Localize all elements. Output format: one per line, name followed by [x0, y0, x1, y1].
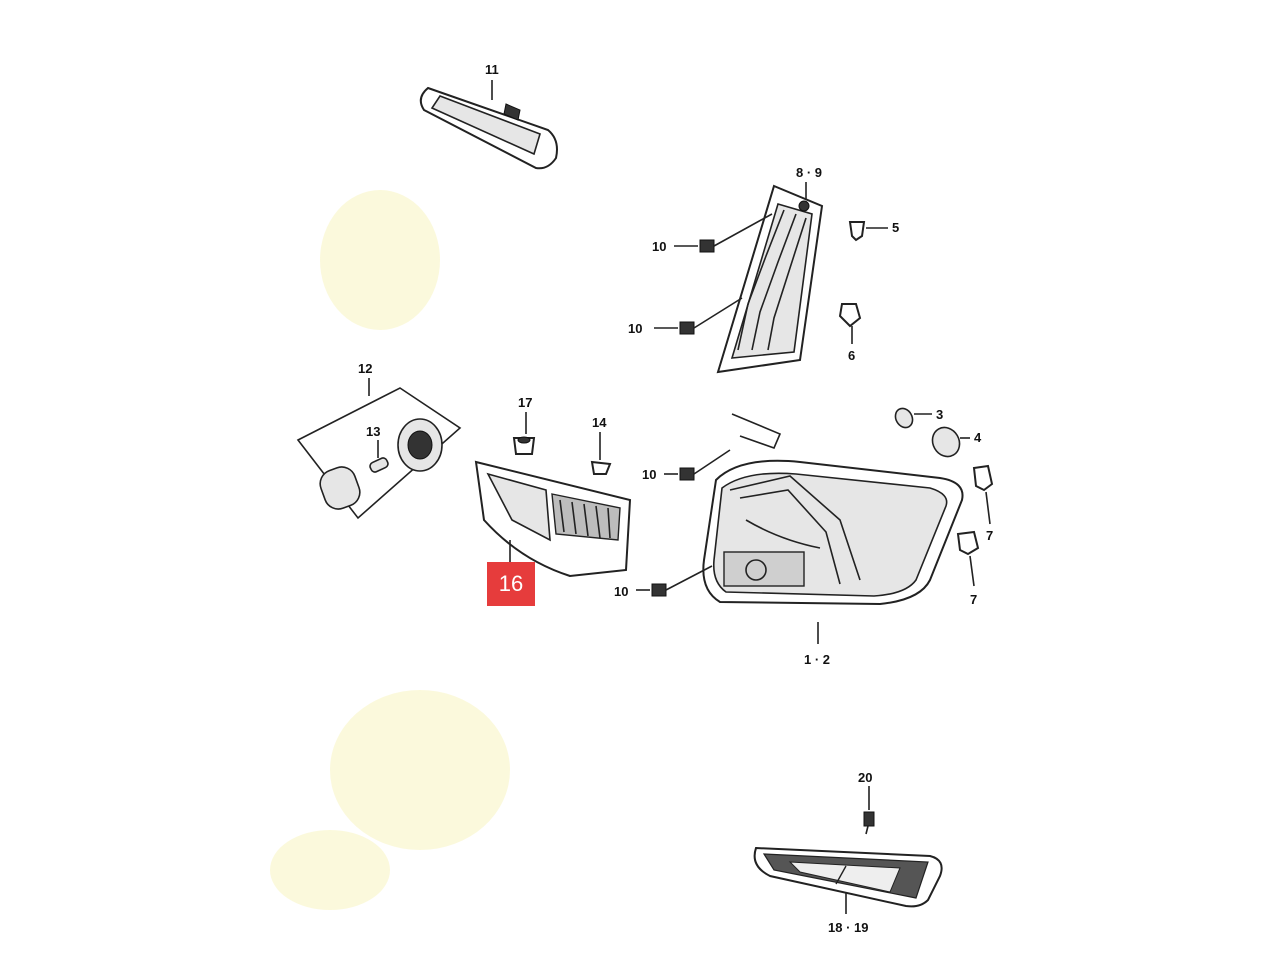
callout-16-label: 16	[498, 571, 524, 596]
part-4-bulb[interactable]	[927, 423, 965, 462]
callout-8-9: 8 · 9	[796, 165, 822, 180]
callout-6: 6	[848, 348, 855, 363]
callout-20: 20	[858, 770, 872, 785]
bolt-10-upper-b[interactable]	[679, 297, 743, 335]
part-18-19-reflector[interactable]	[753, 846, 943, 908]
bolt-10-upper-a[interactable]	[699, 213, 773, 253]
callout-1-2: 1 · 2	[804, 652, 830, 667]
callout-16-highlight[interactable]: 16	[487, 562, 535, 606]
part-16-inner-lamp[interactable]	[474, 460, 632, 578]
bolt-10-outer-a[interactable]	[679, 449, 731, 481]
paper-stains	[270, 190, 510, 910]
callout-10-d: 10	[614, 584, 628, 599]
callout-17: 17	[518, 395, 532, 410]
part-11-high-mount-lamp[interactable]	[419, 80, 558, 170]
part-12-socket-assembly[interactable]	[296, 387, 462, 520]
callout-4: 4	[974, 430, 982, 445]
part-13-bulb[interactable]	[369, 457, 390, 474]
part-6-clip[interactable]	[838, 303, 862, 328]
part-8-9-upper-lamp[interactable]	[716, 184, 824, 374]
callout-7-a: 7	[986, 528, 993, 543]
part-7-clip-b[interactable]	[956, 530, 980, 556]
callout-14: 14	[592, 415, 607, 430]
part-3-bulb[interactable]	[892, 405, 916, 430]
callout-10-b: 10	[628, 321, 642, 336]
callout-10-a: 10	[652, 239, 666, 254]
part-5-clip[interactable]	[848, 221, 866, 242]
part-17-grommet[interactable]	[512, 436, 536, 455]
callout-3: 3	[936, 407, 943, 422]
part-20-screw[interactable]	[863, 811, 875, 835]
callout-12: 12	[358, 361, 372, 376]
callout-13: 13	[366, 424, 380, 439]
callout-5: 5	[892, 220, 899, 235]
part-14-clip[interactable]	[590, 460, 612, 475]
callout-10-c: 10	[642, 467, 656, 482]
callout-7-b: 7	[970, 592, 977, 607]
callout-18-19: 18 · 19	[828, 920, 868, 935]
part-1-2-outer-tail-lamp[interactable]	[702, 413, 964, 606]
bolt-10-outer-b[interactable]	[651, 565, 713, 597]
callout-11: 11	[485, 62, 499, 77]
part-7-clip-a[interactable]	[972, 464, 994, 492]
